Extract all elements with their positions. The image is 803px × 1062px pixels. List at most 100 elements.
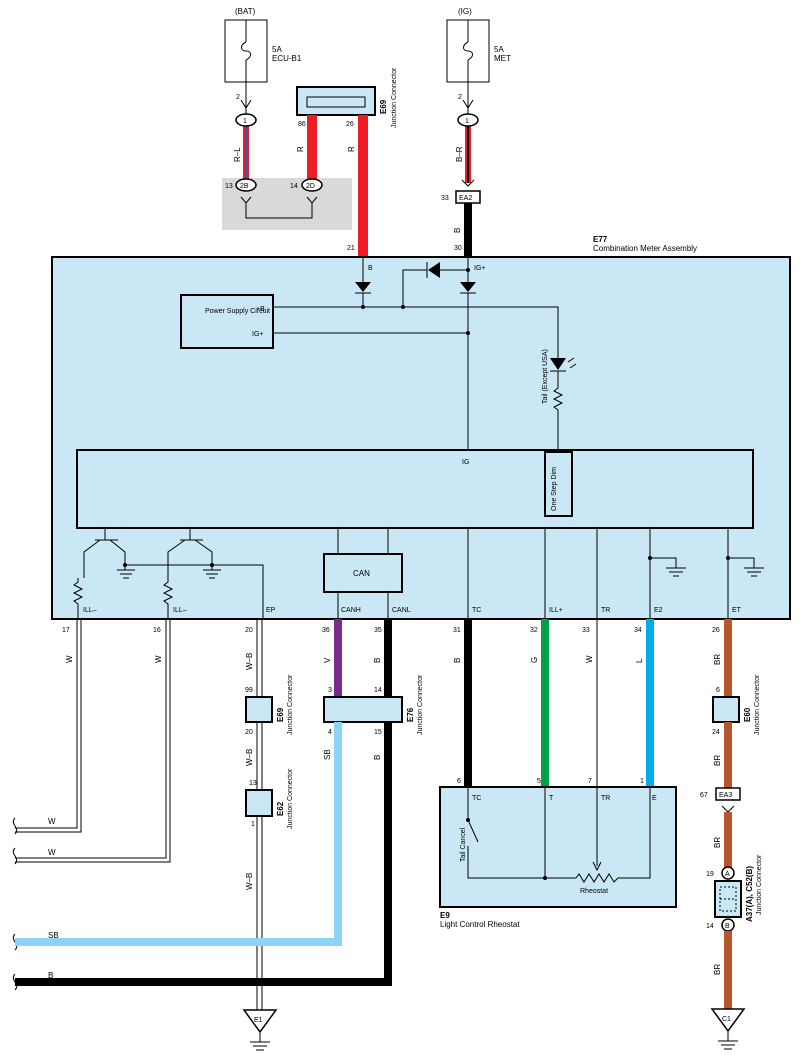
wire-b35 xyxy=(384,619,392,697)
connector-ea3-pin: 67 xyxy=(700,792,708,799)
e69-top-name: Junction Connector xyxy=(391,67,398,128)
can-box xyxy=(323,553,403,593)
wire-b31-label: B xyxy=(453,658,462,663)
e69-mid-name: Junction Connector xyxy=(287,674,294,735)
fuse-ig-arrow xyxy=(462,99,474,109)
e76-pin-15: 15 xyxy=(374,729,382,736)
e76-name: Junction Connector xyxy=(417,674,424,735)
wire-rl-stripe xyxy=(245,125,247,180)
rheostat-label: Rheostat xyxy=(580,888,608,895)
ground-et-icon xyxy=(728,557,764,577)
wire-r-26 xyxy=(358,115,368,258)
a37-id: A37(A), C52(B) xyxy=(745,866,754,922)
wire-b-ig xyxy=(464,203,472,258)
ground-c1 xyxy=(710,1008,746,1033)
label-e2: E2 xyxy=(654,607,663,614)
meter-b-label: B xyxy=(368,265,373,272)
e69-top-id: E69 xyxy=(379,99,388,114)
e76-connector xyxy=(323,696,403,723)
a37-b-label: B xyxy=(725,923,730,930)
left-w1-label: W xyxy=(48,817,56,826)
e69-mid-connector xyxy=(245,696,273,723)
e60-pin-6: 6 xyxy=(716,687,720,694)
ground-e1-icon xyxy=(250,1032,270,1051)
plus-b-label: +B xyxy=(256,306,265,313)
wire-r-86 xyxy=(307,115,317,180)
ill-resistors xyxy=(72,578,174,619)
e60-id: E60 xyxy=(743,707,752,722)
wire-b15 xyxy=(15,722,392,986)
wire-br4-label: BR xyxy=(713,964,722,975)
e76-pin-3: 3 xyxy=(328,687,332,694)
wire-wb3-label: W–B xyxy=(245,873,254,890)
tail-label: Tail (Except USA) xyxy=(542,349,549,404)
meter-pin-30: 30 xyxy=(454,245,462,252)
wire-v xyxy=(334,619,342,697)
e69-top-pin-86: 86 xyxy=(298,121,306,128)
rheostat-pin-7: 7 xyxy=(588,778,592,785)
rheostat-tc: TC xyxy=(472,795,481,802)
pin-26: 26 xyxy=(712,627,720,634)
combination-meter-box xyxy=(51,256,791,620)
pin-36: 36 xyxy=(322,627,330,634)
pin-20: 20 xyxy=(245,627,253,634)
tail-led xyxy=(550,358,566,370)
ground-c1-icon xyxy=(718,1031,738,1050)
fuse-bat-icon xyxy=(241,41,251,61)
connector-2d xyxy=(301,178,323,192)
pin-34: 34 xyxy=(634,627,642,634)
fuse-bat-name: ECU-B1 xyxy=(272,54,302,63)
wire-br3-label: BR xyxy=(713,837,722,848)
e62-pin-1: 1 xyxy=(251,821,255,828)
rheostat-t: T xyxy=(549,795,554,802)
wire-b35-label: B xyxy=(373,658,382,663)
wire-g xyxy=(541,619,549,787)
led-rays-icon xyxy=(567,357,577,369)
left-b-label: B xyxy=(48,971,53,980)
power-supply-circuit xyxy=(180,294,274,349)
label-canh: CANH xyxy=(341,607,361,614)
connector-ea2-pin: 33 xyxy=(441,195,449,202)
can-label: CAN xyxy=(353,569,370,578)
connector-1-bat-label: 1 xyxy=(243,118,247,125)
wire-b31 xyxy=(464,619,472,787)
pin-35: 35 xyxy=(374,627,382,634)
label-ill-plus: ILL+ xyxy=(549,607,563,614)
wire-l-label: L xyxy=(635,658,644,663)
wire-br2-label: BR xyxy=(713,755,722,766)
e69-top-pin-26: 26 xyxy=(346,121,354,128)
one-step-dim-box xyxy=(544,451,573,517)
wire-br-label: B–R xyxy=(455,146,464,162)
a37-pin-14: 14 xyxy=(706,923,714,930)
wire-r2-label: R xyxy=(347,146,356,152)
wire-br-stripe xyxy=(467,125,469,183)
connector-2b xyxy=(235,178,257,192)
wire-wb1-label: W–B xyxy=(245,653,254,670)
e69-mid-id: E69 xyxy=(276,707,285,722)
ground-c1-label: C1 xyxy=(722,1016,731,1023)
connector-1-ig-label: 1 xyxy=(465,118,469,125)
connector-1-bat xyxy=(235,113,257,127)
label-tr: TR xyxy=(601,607,610,614)
connector-ea2-label: EA2 xyxy=(459,195,472,202)
rheostat-box xyxy=(439,786,677,908)
e69-mid-pin-99: 99 xyxy=(245,687,253,694)
wire-br1-label: BR xyxy=(713,654,722,665)
wire-br1 xyxy=(724,619,732,697)
wire-w16 xyxy=(15,619,171,863)
left-w2-label: W xyxy=(48,848,56,857)
a37-a-circle xyxy=(721,866,735,880)
e60-connector xyxy=(712,696,740,723)
ground-e1-label: E1 xyxy=(254,1017,263,1024)
label-et: ET xyxy=(732,607,742,614)
transistor-icons xyxy=(83,539,213,578)
e69-top-connector xyxy=(296,86,376,116)
fuse-bat-arrow xyxy=(240,99,252,109)
e62-pin-13: 13 xyxy=(249,780,257,787)
wire-sb-label: SB xyxy=(323,749,332,760)
fuse-ig-pin: 2 xyxy=(458,94,462,101)
meter-ig-label: IG+ xyxy=(474,265,485,272)
wire-w17-label: W xyxy=(65,655,74,663)
pin-17: 17 xyxy=(62,627,70,634)
fuse-bat-amp: 5A xyxy=(272,45,282,54)
